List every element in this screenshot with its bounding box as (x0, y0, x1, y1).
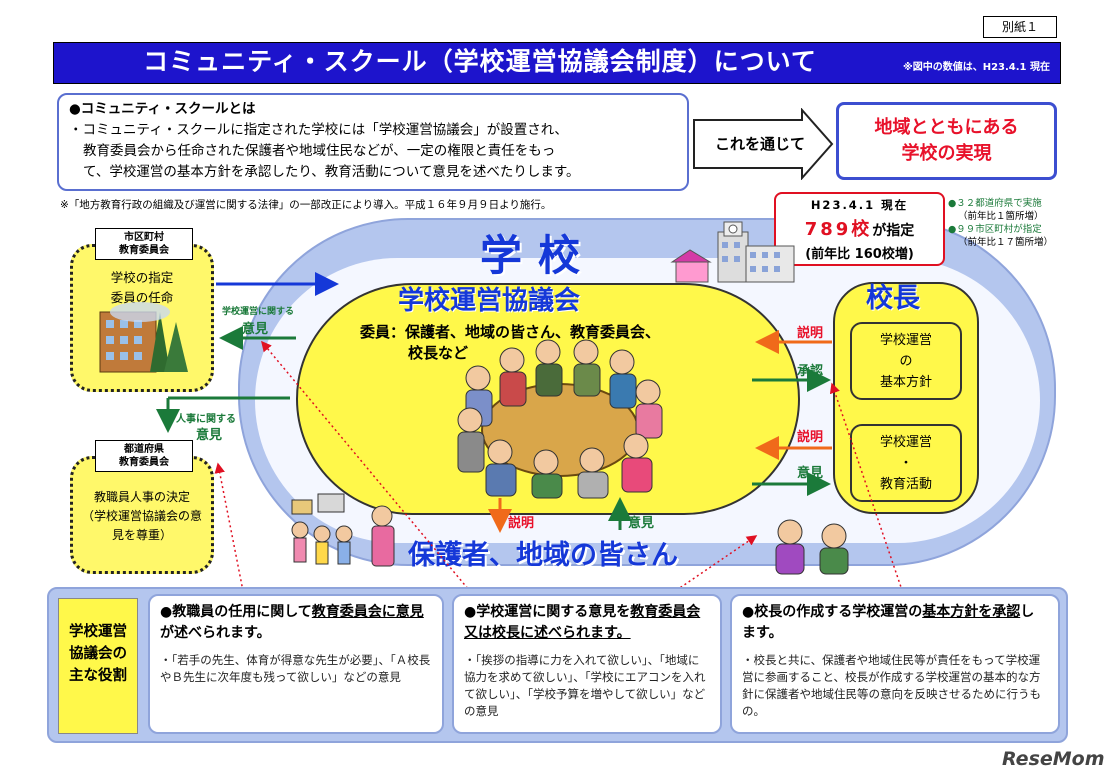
stats-box: H23.4.1 現在 789校が指定 (前年比 160校増) (774, 192, 945, 266)
school-title: 学校 (480, 231, 597, 280)
opinion-label-pref: 意見 (196, 428, 223, 443)
pref-board-line-2: （学校運営協議会の意 (81, 509, 202, 523)
pref-board-tag-line-2: 教育委員会 (119, 457, 169, 468)
school-activity-line-2: ・ (899, 456, 913, 471)
city-board-line-2: 委員の任命 (110, 290, 174, 305)
role-card-policy-heading: ●校長の作成する学校運営の基本方針を承認します。 (742, 602, 1048, 644)
stats-count-row: 789校が指定 (776, 215, 943, 241)
stats-count: 789校 (804, 219, 873, 240)
opinion-label-parents: 意見 (628, 516, 655, 531)
pref-board-line-3: 見を尊重） (111, 528, 172, 542)
role-card-policy-head-u: 基本方針を承認 (922, 604, 1021, 620)
goal-line-2: 学校の実現 (901, 143, 992, 164)
stats-side-1: ●３２都道府県で実施 (948, 198, 1042, 209)
role-card-policy-head-a: ●校長の作成する学校運営の (742, 604, 923, 620)
school-activity-line-3: 教育活動 (879, 477, 932, 492)
explain-label-2: 説明 (797, 430, 824, 445)
role-card-school-op-heading: ●学校運営に関する意見を教育委員会又は校長に述べられます。 (464, 602, 710, 644)
role-card-school-op-body: ・「挨拶の指導に力を入れて欲しい」、「地域に協力を求めて欲しい」、「学校にエアコ… (464, 653, 706, 718)
pref-board-box (70, 456, 214, 574)
council-members-line-2: 校長など (408, 344, 469, 362)
role-card-personnel-head-b: が述べられます。 (160, 625, 271, 641)
definition-line-1: ・コミュニティ・スクールに指定された学校には「学校運営協議会」が設置され、 (69, 122, 568, 138)
roles-label-line-2: 協議会の (69, 646, 127, 662)
definition-line-3: て、学校運営の基本方針を承認したり、教育活動について意見を述べたりします。 (83, 164, 580, 180)
roles-label: 学校運営 協議会の 主な役割 (58, 598, 138, 734)
basic-policy-line-2: の (899, 354, 913, 369)
definition-box: ●コミュニティ・スクールとは ・コミュニティ・スクールに指定された学校には「学校… (57, 93, 689, 191)
basic-policy-line-3: 基本方針 (879, 375, 932, 390)
title-bar (53, 42, 1061, 84)
school-op-opinion-small-label: 学校運営に関する (222, 307, 295, 317)
pref-board-line-1: 教職員人事の決定 (93, 490, 190, 504)
stats-date: H23.4.1 現在 (810, 198, 909, 212)
role-card-personnel-body: ・「若手の先生、体育が得意な先生が必要」、「Ａ校長やＢ先生に次年度も残って欲しい… (160, 653, 431, 684)
opinion-label-principal: 意見 (797, 466, 824, 481)
role-card-policy: ●校長の作成する学校運営の基本方針を承認します。 ・校長と共に、保護者や地域住民… (730, 594, 1060, 734)
through-label: これを通じて (714, 135, 805, 153)
council-members: 委員：保護者、地域の皆さん、教育委員会、 校長など (360, 322, 740, 364)
role-card-personnel-head-a: ●教職員の任用に関して (160, 604, 312, 620)
stats-side-2-sub: （前年比１７箇所増） (958, 237, 1054, 248)
definition-heading: ●コミュニティ・スクールとは (69, 101, 256, 117)
city-board-line-1: 学校の指定 (110, 270, 174, 285)
goal-box: 地域とともにある 学校の実現 (836, 102, 1057, 180)
city-board-tag-line-1: 市区町村 (124, 232, 164, 243)
role-card-policy-body: ・校長と共に、保護者や地域住民等が責任をもって学校運営に参画すること、校長が作成… (742, 653, 1041, 718)
explain-label-1: 説明 (797, 326, 824, 341)
watermark-logo: ReseMom (1002, 748, 1105, 770)
page-title: コミュニティ・スクール（学校運営協議会制度）について (143, 47, 817, 76)
city-board-tag: 市区町村 教育委員会 (95, 228, 193, 260)
principal-title: 校長 (866, 283, 920, 314)
pref-board-tag-line-1: 都道府県 (124, 444, 164, 455)
roles-label-line-3: 主な役割 (69, 668, 127, 684)
opinion-label-city: 意見 (242, 322, 269, 337)
pref-board-tag: 都道府県 教育委員会 (95, 440, 193, 472)
school-activity-box: 学校運営 ・ 教育活動 (850, 424, 962, 502)
stats-side-1-sub: （前年比１箇所増） (958, 211, 1044, 222)
basic-policy-box: 学校運営 の 基本方針 (850, 322, 962, 400)
stats-count-suffix: が指定 (872, 223, 915, 239)
pref-board-text: 教職員人事の決定 （学校運営協議会の意 見を尊重） (78, 488, 206, 545)
role-card-school-op: ●学校運営に関する意見を教育委員会又は校長に述べられます。 ・「挨拶の指導に力を… (452, 594, 722, 734)
role-card-personnel-head-u: 教育委員会に意見 (311, 604, 424, 620)
role-card-personnel: ●教職員の任用に関して教育委員会に意見が述べられます。 ・「若手の先生、体育が得… (148, 594, 444, 734)
role-card-school-op-head-u: 教育委員会又は校長に述べられます。 (464, 604, 701, 641)
law-note: ※「地方教育行政の組織及び運営に関する法律」の一部改正により導入。平成１６年９月… (60, 199, 552, 211)
school-activity-line-1: 学校運営 (879, 435, 932, 450)
definition-line-2: 教育委員会から任命された保護者や地域住民などが、一定の権限と責任をもっ (83, 143, 556, 159)
through-arrow-icon (693, 108, 834, 180)
role-card-school-op-head-a: ●学校運営に関する意見を (464, 604, 631, 620)
council-area (296, 283, 800, 515)
stats-prev: (前年比 160校増) (805, 247, 914, 262)
approve-label: 承認 (797, 364, 824, 379)
roles-label-line-1: 学校運営 (69, 624, 127, 640)
title-note: ※図中の数値は、H23.4.1 現在 (902, 62, 1050, 73)
city-board-tag-line-2: 教育委員会 (119, 245, 169, 256)
stats-side-2: ●９９市区町村が指定 (948, 224, 1042, 235)
personnel-small-label: 人事に関する (176, 414, 236, 425)
council-members-line-1: 委員：保護者、地域の皆さん、教育委員会、 (360, 323, 661, 341)
attachment-label: 別紙１ (983, 16, 1057, 38)
city-board-box (70, 244, 214, 392)
parents-community-title: 保護者、地域の皆さん (408, 540, 678, 571)
explain-label-3: 説明 (508, 516, 535, 531)
council-title: 学校運営協議会 (398, 286, 581, 316)
goal-line-1: 地域とともにある (874, 117, 1019, 138)
role-card-policy-head-b: します。 (742, 604, 1035, 641)
stats-side: ●３２都道府県で実施 （前年比１箇所増） ●９９市区町村が指定 （前年比１７箇所… (948, 197, 1060, 249)
basic-policy-line-1: 学校運営 (879, 333, 932, 348)
city-board-text: 学校の指定 委員の任命 (86, 268, 198, 308)
role-card-personnel-heading: ●教職員の任用に関して教育委員会に意見が述べられます。 (160, 602, 432, 644)
